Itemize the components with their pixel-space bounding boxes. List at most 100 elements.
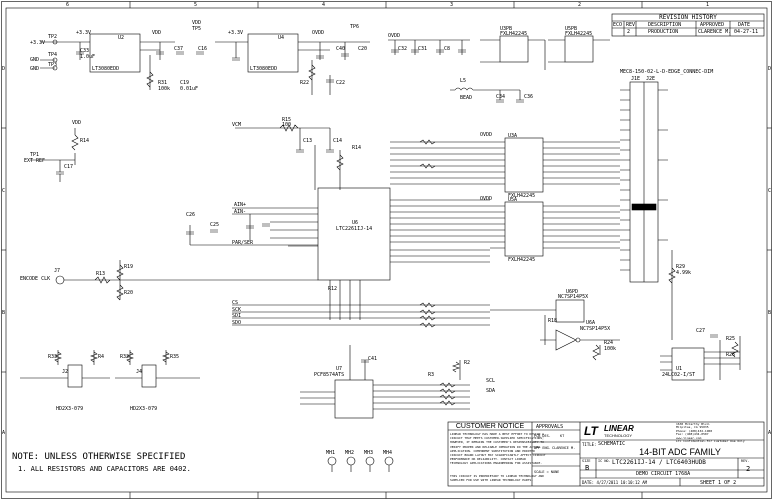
ic-label: IC NO. [598,459,611,463]
label-r4: R4 [98,354,105,360]
label-j2e: J2E [646,76,656,82]
label-tp1: TP1 [30,152,40,158]
approvals-pcb-des: PCB DES. [534,434,551,438]
rev-header-approved: APPROVED [700,22,725,28]
notice-line: PERFORMANCE OR RELIABILITY. CONTACT LINE… [450,457,526,462]
label-tp5: TP5 [192,26,202,32]
label-c33: C33 [80,48,90,54]
label-c32: C32 [398,46,408,52]
border-col-2: 2 [578,2,582,8]
label-vcm: VCM [232,122,242,128]
buffer-power-blocks [450,35,610,103]
notice-line: CIRCUIT BOARD LAYOUT MAY SIGNIFICANTLY A… [450,453,546,458]
label-encode-clk: ENCODE CLK [20,276,51,282]
border-col-6: 6 [66,2,70,8]
border-col-3: 3 [450,2,454,8]
label-r2: R2 [464,360,471,366]
label-r22: R22 [300,80,310,86]
border-row-c-right: C [768,188,772,194]
label-sda: SDA [486,388,496,394]
rev-value: 2 [746,465,751,473]
label-edge-connector: MEC8-150-02-L-D-EDGE_CONNEC-DIM [620,69,714,75]
label-c31: C31 [418,46,428,52]
address-line: Fax: (408)434-0507 [676,432,709,437]
label-u3pb: U3PB [500,26,513,32]
label-mh3: MH3 [364,450,374,456]
label-r29-val: 4.99k [676,270,692,276]
border-col-4: 4 [322,2,326,8]
notes-line-1: 1. ALL RESISTORS AND CAPACITORS ARE 0402… [18,465,191,473]
label-c36: C36 [524,94,534,100]
label-r13: R13 [96,271,106,277]
label-u5a: U5A [508,197,518,203]
rev-row-description: PRODUCTION [648,29,679,35]
notice-line: LINEAR TECHNOLOGY HAS MADE A BEST EFFORT… [450,432,544,436]
label-u6a: U6A [586,320,596,326]
label-u4-part: LT3080EDD [250,66,278,72]
border-row-b: B [2,310,6,316]
notes-title: NOTE: UNLESS OTHERWISE SPECIFIED [12,452,186,462]
rev-label: REV. [741,459,750,463]
edge-connector [620,81,676,340]
border-row-b-right: B [768,310,772,316]
title-block-frame [447,421,765,487]
border-row-d-right: D [768,66,772,72]
vcm-network [235,124,344,190]
label-sck: SCK [232,307,242,313]
label-r32: R32 [120,354,130,360]
title-label: TITLE: [582,442,597,447]
buffer-u3a [390,137,620,193]
border-row-a-right: A [768,430,772,436]
label-gnd-2: GND [30,66,40,72]
revision-history-box [611,13,765,37]
ic-value: LTC2261IJ-14 / LTC6403HUDB [612,459,706,466]
label-r24-val: 100k [604,346,617,352]
revision-history-title: REVISION HISTORY [659,14,717,21]
label-ovdd-u4: OVDD [312,30,325,36]
label-r24: R24 [604,340,614,346]
customer-notice-footer: THIS CIRCUIT IS PROPRIETARY TO LINEAR TE… [450,474,544,482]
rev-header-date: DATE [738,22,751,28]
address-line: Milpitas, CA 95035 [676,425,709,430]
approvals-app-eng: APP ENG. [534,446,551,450]
border-col-5: 5 [194,2,198,8]
label-scl: SCL [486,378,496,384]
label-c25: C25 [210,222,220,228]
label-u6: U6 [352,220,359,226]
label-u6-part: LTC2261IJ-14 [336,226,373,232]
label-u1-part: 24LC02-I/ST [662,372,696,378]
label-tp4: TP4 [48,52,58,58]
label-vdd-u2: VDD [152,30,162,36]
label-ain-plus: AIN+ [234,202,247,208]
label-sdo: SDO [232,320,242,326]
ext-ref-network [30,128,79,182]
notice-footer-line: THIS CIRCUIT IS PROPRIETARY TO LINEAR TE… [450,474,544,478]
label-j2: J2 [62,369,69,375]
label-u2: U2 [118,35,125,41]
inverter-u6 [490,299,620,361]
label-vdd-extref: VDD [72,120,82,126]
label-3v3-in: +3.3V [30,40,46,46]
label-u6pd-part: NC7SP14P5X [558,294,589,300]
rev-row-approved: CLARENCE M. [698,29,732,35]
sheet-value: SHEET 1 OF 2 [700,480,737,486]
io-expander-u7 [300,345,470,419]
label-ain-minus: AIN- [234,209,247,215]
label-r31: R31 [158,80,168,86]
label-r14-vcm: R14 [352,145,362,151]
regulator-u4 [215,33,370,95]
rev-header-rev: REV [626,22,636,28]
label-3v3-u4: +3.3V [228,30,244,36]
approvals-pcb-des-name: KT [560,434,565,438]
label-u6a-part: NC7SP14P5X [580,326,611,332]
approvals-title: APPROVALS [536,424,564,430]
label-r15-val: 100 [282,122,292,128]
label-c33-val: 1.0uF [80,54,96,60]
label-u5a-part: FXLH42245 [508,257,536,263]
bypass-caps-top [388,39,470,55]
label-j1e: J1E [631,76,641,82]
label-r33: R33 [48,354,58,360]
label-u3pb-part: FXLH42245 [500,31,528,37]
